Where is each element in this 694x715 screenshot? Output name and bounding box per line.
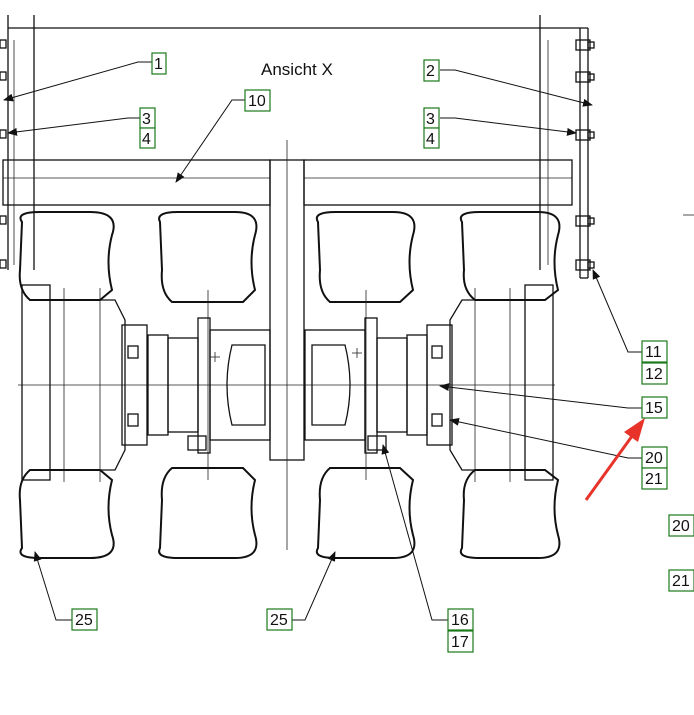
leader-lines xyxy=(3,61,642,621)
svg-text:21: 21 xyxy=(645,471,663,488)
hub-right xyxy=(304,317,453,454)
red-annotation-arrow xyxy=(584,418,645,501)
tire-right-inner xyxy=(315,211,416,559)
label-25-left: 25 xyxy=(71,608,98,631)
label-12: 12 xyxy=(641,362,668,385)
label-3-right: 3 xyxy=(423,107,440,129)
label-21-side: 21 xyxy=(668,569,694,592)
label-3-left: 3 xyxy=(139,107,156,129)
svg-text:3: 3 xyxy=(142,111,151,128)
cross-beam xyxy=(2,159,573,461)
svg-text:3: 3 xyxy=(426,111,435,128)
label-17: 17 xyxy=(447,630,474,653)
label-11: 11 xyxy=(641,340,668,363)
svg-text:25: 25 xyxy=(270,612,288,629)
svg-text:15: 15 xyxy=(645,400,663,417)
tire-right-outer xyxy=(449,211,561,559)
label-20: 20 xyxy=(641,446,668,469)
rail-bolts xyxy=(0,39,595,271)
svg-text:20: 20 xyxy=(645,450,663,467)
label-15: 15 xyxy=(641,396,668,419)
svg-text:21: 21 xyxy=(672,573,690,590)
svg-text:12: 12 xyxy=(645,366,663,383)
view-title: Ansicht X xyxy=(261,60,333,79)
svg-text:2: 2 xyxy=(426,63,435,80)
tire-left-inner xyxy=(158,211,258,559)
svg-text:10: 10 xyxy=(248,93,266,110)
label-25-right: 25 xyxy=(266,608,293,631)
label-21: 21 xyxy=(641,467,668,490)
svg-text:11: 11 xyxy=(645,344,662,361)
label-2: 2 xyxy=(423,59,440,82)
label-16: 16 xyxy=(447,608,474,631)
tire-left-outer xyxy=(18,211,126,559)
label-4-left: 4 xyxy=(139,127,156,149)
label-1: 1 xyxy=(151,52,167,75)
svg-text:20: 20 xyxy=(672,518,690,535)
label-4-right: 4 xyxy=(423,127,440,149)
svg-text:16: 16 xyxy=(451,612,469,629)
svg-text:4: 4 xyxy=(142,131,151,148)
hub-left xyxy=(121,317,271,454)
label-10: 10 xyxy=(244,89,271,112)
svg-text:4: 4 xyxy=(426,131,435,148)
svg-text:17: 17 xyxy=(451,634,469,651)
svg-text:25: 25 xyxy=(75,612,93,629)
svg-text:1: 1 xyxy=(154,56,163,73)
top-frame xyxy=(7,15,589,279)
label-20-side: 20 xyxy=(668,514,694,537)
